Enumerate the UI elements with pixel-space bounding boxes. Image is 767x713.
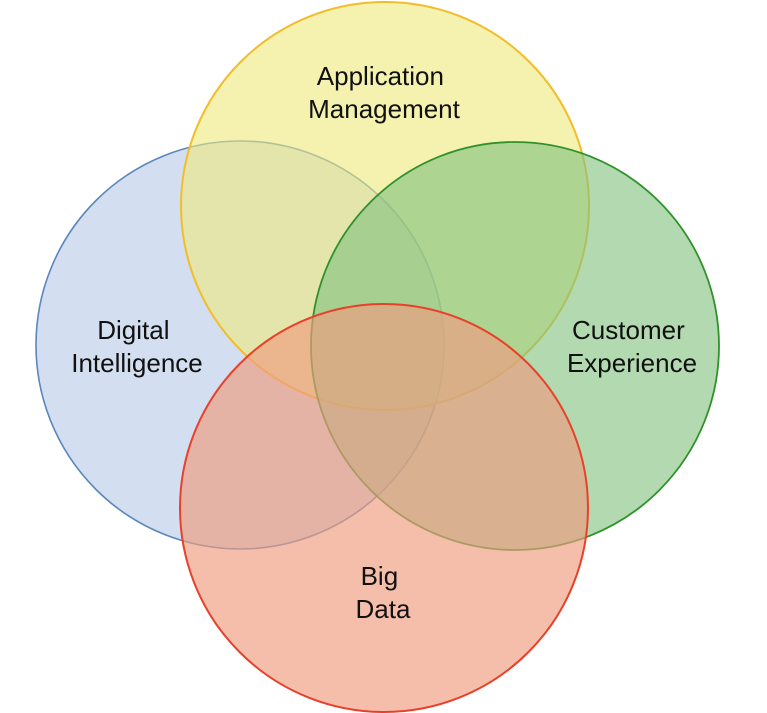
label-customer-experience: Customer Experience — [567, 315, 697, 378]
label-big-data: Big Data — [356, 561, 411, 624]
circle-big-data — [179, 303, 589, 713]
label-digital-intelligence: Digital Intelligence — [71, 315, 203, 378]
label-application-management: Application Management — [308, 61, 461, 124]
